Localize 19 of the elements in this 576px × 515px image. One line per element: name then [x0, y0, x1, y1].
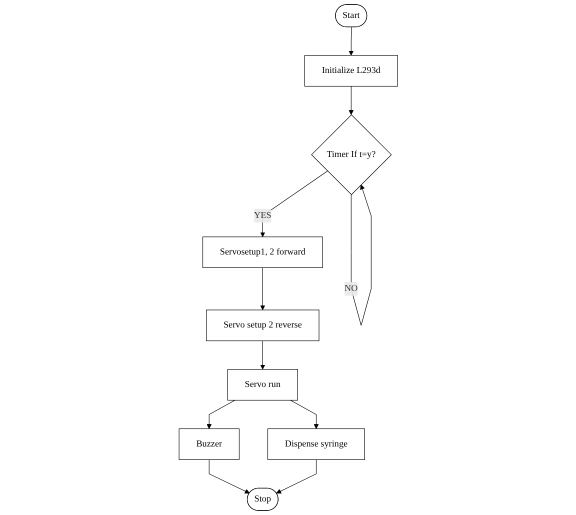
- arrow: [350, 184, 372, 326]
- arrow: [208, 459, 250, 494]
- node-box: Initialize L293d: [304, 55, 398, 87]
- node-box: Dispense syringe: [267, 428, 365, 460]
- edge-label: NO: [344, 284, 358, 294]
- node-box: Servosetup1, 2 forward: [202, 236, 323, 268]
- arrow: [348, 86, 354, 116]
- arrow: [260, 267, 265, 310]
- arrow: [206, 400, 235, 429]
- node-box: Servo setup 2 reverse: [206, 310, 319, 342]
- arrow: [290, 400, 318, 429]
- arrow: [276, 459, 316, 494]
- node-box: Buzzer: [178, 428, 240, 460]
- arrow: [260, 340, 265, 370]
- edge-label: YES: [254, 210, 271, 220]
- node-diamond: Timer If t=y?: [310, 114, 392, 196]
- arrow: [260, 170, 328, 238]
- node-box: Servo run: [227, 369, 298, 400]
- arrow: [348, 26, 354, 56]
